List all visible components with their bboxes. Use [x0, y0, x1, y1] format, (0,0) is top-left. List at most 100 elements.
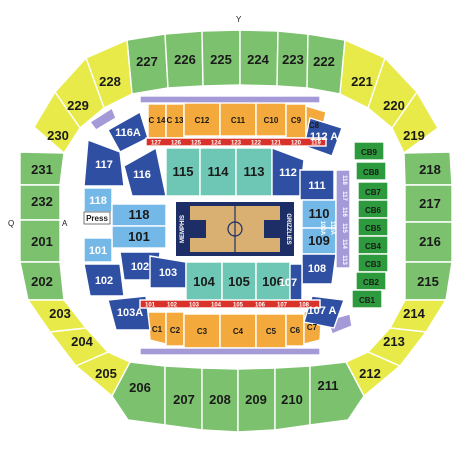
- label-sections-s113: 113: [244, 164, 265, 179]
- label-sections-cb2: CB2: [363, 278, 380, 287]
- rail-bottom: [139, 299, 321, 309]
- label-sections-s204: 204: [71, 334, 93, 349]
- label-rail-bottom-0: 101: [145, 303, 156, 309]
- label-sections-c10: C10: [264, 116, 279, 125]
- label-sections-s108: 108: [308, 263, 326, 275]
- suite-strip-bottom: [139, 347, 321, 356]
- label-sections-s116: 116: [133, 169, 151, 181]
- box-cb1[interactable]: [351, 289, 383, 309]
- label-sections-c3: C3: [197, 327, 208, 336]
- label-rail-bottom-6: 107: [277, 303, 288, 309]
- label-sections-s205: 205: [95, 366, 117, 381]
- label-sections-s228: 228: [99, 74, 121, 89]
- label-sections-s231: 231: [31, 162, 53, 177]
- box-cb8[interactable]: [355, 161, 387, 181]
- label-rail-bottom-1: 102: [167, 303, 178, 309]
- label-rail-right-5: 113: [341, 255, 347, 265]
- label-sections-s118: 118: [129, 207, 150, 222]
- section-105[interactable]: [221, 261, 257, 303]
- label-sections-s106: 106: [262, 274, 284, 289]
- club-c4[interactable]: [219, 313, 257, 349]
- label-rail-bottom-7: 108: [299, 303, 310, 309]
- section-113[interactable]: [235, 147, 273, 197]
- label-sections-s226: 226: [174, 52, 196, 67]
- section-101-lower[interactable]: [83, 237, 113, 263]
- label-sections-s211: 211: [318, 378, 339, 393]
- label-sections-s107a: 107 A: [308, 305, 337, 317]
- label-rail-right-2: 116: [341, 207, 347, 217]
- club-c10[interactable]: [255, 101, 287, 137]
- label-rail-top-3: 124: [211, 141, 222, 147]
- label-rail-right-0: 118: [341, 175, 347, 185]
- label-sections-cb7: CB7: [365, 188, 382, 197]
- label-sections-s201: 201: [31, 234, 53, 249]
- label-sections-s116a: 116A: [115, 127, 141, 139]
- label-sections-s221: 221: [351, 74, 373, 89]
- label-sections-s230: 230: [47, 128, 69, 143]
- label-sections-s101: 101: [128, 229, 150, 244]
- label-sections-s202: 202: [31, 274, 53, 289]
- label-sections-s102: 102: [131, 261, 149, 273]
- label-rail-bottom-5: 106: [255, 303, 266, 309]
- label-rail-top-7: 120: [291, 141, 302, 147]
- label-sections-c13: C 13: [167, 116, 184, 125]
- label-sections-s115: 115: [173, 164, 194, 179]
- label-sections-s117: 117: [95, 159, 113, 171]
- section-117[interactable]: [83, 139, 125, 187]
- label-sections-c7: C7: [307, 323, 318, 332]
- label-rail-top-1: 126: [171, 141, 182, 147]
- section-102-outer[interactable]: [83, 263, 125, 297]
- court-center-circle: [227, 221, 243, 237]
- label-sections-s219: 219: [403, 128, 425, 143]
- label-rail-right-1: 117: [341, 191, 347, 201]
- label-sections-s103a: 103A: [117, 307, 143, 319]
- label-rail-top-6: 121: [271, 141, 282, 147]
- label-rail-right_b-1: 109A: [319, 221, 325, 236]
- label-rail-top-8: 119: [311, 141, 321, 147]
- label-sections-s203: 203: [49, 306, 71, 321]
- label-sections-s214: 214: [403, 306, 425, 321]
- label-sections-s103: 103: [159, 267, 177, 279]
- label-sections-s112: 112: [279, 167, 297, 179]
- label-court-left_text: MEMPHIS: [180, 215, 186, 243]
- label-sections-s206: 206: [129, 380, 151, 395]
- label-sections-cb8: CB8: [363, 168, 380, 177]
- label-sections-s220: 220: [383, 98, 405, 113]
- label-sections-s210: 210: [281, 392, 303, 407]
- compass-q: Q: [8, 219, 14, 228]
- press-box: [83, 211, 111, 225]
- label-rail-top-4: 123: [231, 141, 242, 147]
- label-sections-s209: 209: [245, 392, 267, 407]
- label-sections-s227: 227: [136, 54, 158, 69]
- suite-strip-left-top: [88, 106, 117, 131]
- label-sections-c8: C8: [309, 121, 320, 130]
- label-sections-s222: 222: [313, 54, 335, 69]
- court-key-right: [264, 220, 280, 238]
- label-sections-c6: C6: [290, 326, 301, 335]
- label-sections-s114: 114: [208, 164, 230, 179]
- label-sections-cb6: CB6: [365, 206, 382, 215]
- label-sections-cb1: CB1: [359, 296, 376, 305]
- section-101[interactable]: [111, 225, 167, 249]
- rail-top: [145, 137, 327, 147]
- label-sections-press: Press: [86, 214, 108, 223]
- label-sections-s110: 110: [309, 206, 330, 221]
- label-sections-s208: 208: [209, 392, 231, 407]
- label-sections-s212: 212: [359, 366, 381, 381]
- compass-a: A: [62, 219, 68, 228]
- box-cb9[interactable]: [353, 141, 385, 161]
- label-sections-s112a: 112 A: [310, 131, 338, 143]
- label-sections-s225: 225: [210, 52, 232, 67]
- label-sections-s213: 213: [383, 334, 405, 349]
- club-c3[interactable]: [183, 313, 221, 349]
- label-sections-s111: 111: [308, 180, 325, 192]
- section-211[interactable]: [309, 361, 365, 426]
- label-sections-s232: 232: [31, 194, 53, 209]
- section-230[interactable]: [33, 90, 81, 155]
- label-sections-cb4: CB4: [365, 242, 382, 251]
- label-sections-s215: 215: [417, 274, 439, 289]
- label-rail-right-3: 115: [341, 223, 347, 233]
- label-rail-right_b-0: 110A: [329, 221, 335, 236]
- label-sections-s218: 218: [419, 162, 441, 177]
